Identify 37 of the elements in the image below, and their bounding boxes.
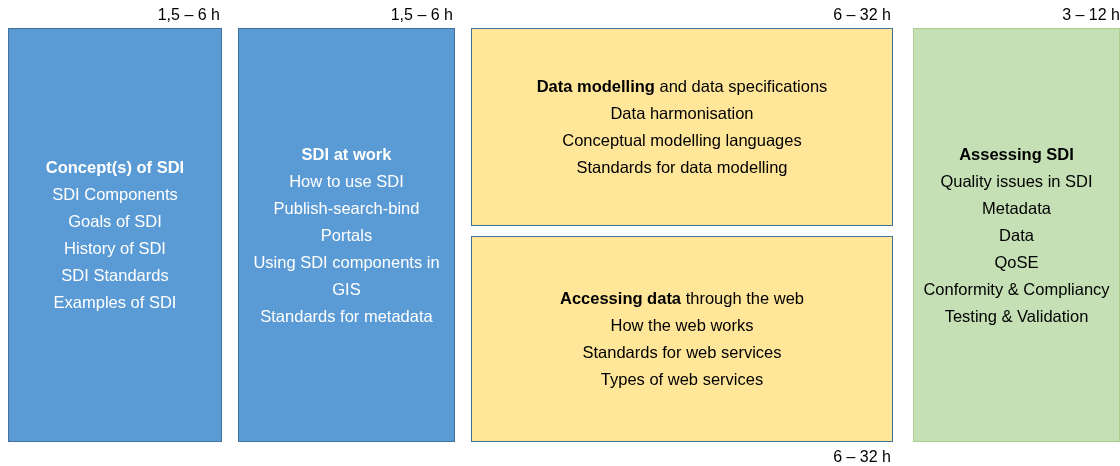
subtopic-text: QoSE — [994, 251, 1039, 273]
topic-box — [471, 28, 893, 226]
topic-heading: Concept(s) of SDI — [45, 157, 185, 178]
subtopic-text: Data harmonisation — [610, 103, 754, 124]
topic-heading: Data modelling and data specifications — [536, 76, 828, 97]
subtopic-text: Standards for data modelling — [576, 157, 788, 178]
subtopic-text: Examples of SDI — [53, 292, 177, 313]
subtopic-text: Goals of SDI — [68, 211, 162, 232]
subtopic-text: Standards for web services — [582, 342, 782, 363]
subtopic-text: How the web works — [610, 315, 754, 336]
subtopic-text: Standards for metadata — [260, 305, 433, 327]
subtopic-text: Testing & Validation — [944, 305, 1089, 327]
subtopic-text: Quality issues in SDI — [940, 170, 1093, 192]
subtopic-text: Publish-search-bind — [273, 197, 420, 219]
subtopic-text: Portals — [320, 224, 373, 246]
subtopic-text: Types of web services — [600, 369, 764, 390]
duration-label: 1,5 – 6 h — [390, 6, 453, 24]
duration-label: 6 – 32 h — [833, 6, 891, 24]
duration-label: 6 – 32 h — [833, 448, 891, 466]
topic-heading: Assessing SDI — [959, 143, 1074, 165]
subtopic-text: History of SDI — [64, 238, 166, 259]
duration-label: 1,5 – 6 h — [157, 6, 220, 24]
subtopic-text: SDI Standards — [61, 265, 169, 286]
subtopic-text: Using SDI components in GIS — [252, 251, 441, 300]
duration-label: 3 – 12 h — [1062, 6, 1120, 24]
subtopic-text: Conformity & Compliancy — [923, 278, 1110, 300]
topic-heading: Accessing data through the web — [560, 288, 804, 309]
topic-heading: SDI at work — [301, 143, 392, 165]
topic-box — [238, 28, 455, 442]
topic-box — [471, 236, 893, 442]
topic-box — [8, 28, 222, 442]
subtopic-text: Conceptual modelling languages — [562, 130, 802, 151]
topic-box — [913, 28, 1120, 442]
subtopic-text: How to use SDI — [289, 170, 404, 192]
subtopic-text: Metadata — [982, 197, 1051, 219]
subtopic-text: SDI Components — [52, 184, 178, 205]
subtopic-text: Data — [999, 224, 1034, 246]
